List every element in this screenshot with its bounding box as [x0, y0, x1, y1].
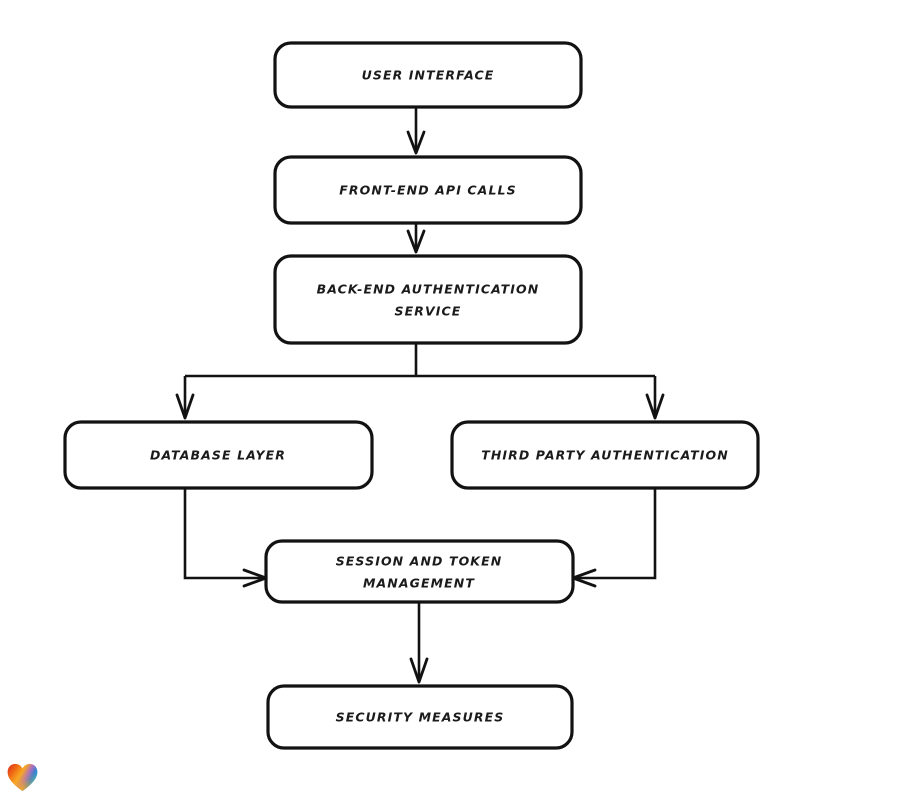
edge-session-to-sec	[409, 602, 429, 684]
node-third-party-authentication[interactable]: THIRD PARTY AUTHENTICATION	[450, 420, 760, 490]
edge-ui-to-api	[406, 107, 426, 155]
node-back-end-authentication-service-box	[273, 254, 583, 345]
heart-icon	[7, 763, 38, 792]
edge-db-to-session	[183, 488, 268, 588]
node-front-end-api-calls[interactable]: FRONT-END API CALLS	[273, 155, 583, 225]
node-session-and-token-management-label-line1: SESSION AND TOKEN	[336, 554, 503, 569]
node-session-and-token-management-box	[264, 539, 575, 604]
edge-third-to-session	[571, 488, 657, 588]
node-security-measures[interactable]: SECURITY MEASURES	[266, 684, 574, 750]
node-user-interface-box	[273, 41, 583, 109]
node-session-and-token-management[interactable]: SESSION AND TOKEN MANAGEMENT	[264, 539, 575, 604]
node-front-end-api-calls-label: FRONT-END API CALLS	[339, 183, 516, 198]
node-user-interface-label: USER INTERFACE	[362, 68, 495, 83]
node-security-measures-label: SECURITY MEASURES	[336, 710, 505, 725]
edge-backend-to-db	[175, 376, 195, 420]
node-third-party-authentication-label: THIRD PARTY AUTHENTICATION	[481, 448, 729, 463]
node-session-and-token-management-label-line2: MANAGEMENT	[363, 576, 475, 591]
node-back-end-authentication-service[interactable]: BACK-END AUTHENTICATION SERVICE	[273, 254, 583, 345]
node-database-layer-box	[63, 420, 374, 490]
node-back-end-authentication-service-label-line1: BACK-END AUTHENTICATION	[317, 282, 540, 297]
node-back-end-authentication-service-label-line2: SERVICE	[395, 304, 462, 319]
edge-backend-to-third	[645, 376, 665, 420]
edge-backend-to-branches	[185, 343, 655, 378]
node-database-layer-label: DATABASE LAYER	[150, 448, 286, 463]
node-database-layer[interactable]: DATABASE LAYER	[63, 420, 374, 490]
node-third-party-authentication-box	[450, 420, 760, 490]
node-security-measures-box	[266, 684, 574, 750]
edge-api-to-backend	[406, 223, 426, 254]
node-user-interface[interactable]: USER INTERFACE	[273, 41, 583, 109]
node-front-end-api-calls-box	[273, 155, 583, 225]
